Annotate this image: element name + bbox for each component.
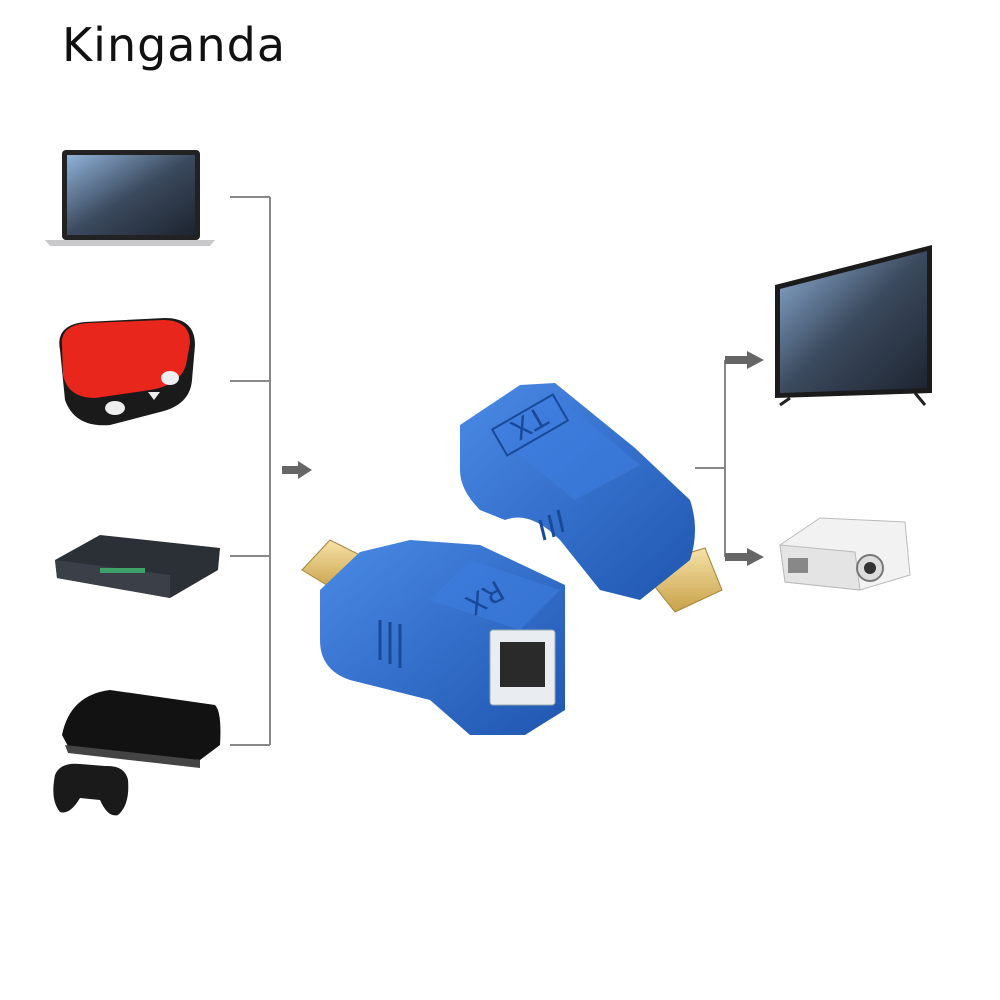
arrow-icon [282,461,312,479]
media-box-icon [59,318,196,426]
dvd-player-icon [55,535,220,598]
game-console-icon [53,690,221,816]
output-connector-lines [695,360,726,557]
laptop-icon [45,150,215,246]
receiver-adapter: RX [301,539,565,735]
source-connector-lines [230,196,271,746]
projector-icon [779,517,911,591]
transmitter-adapter: TX [460,383,723,613]
arrow-icon [725,351,764,566]
brand-logo: Kinganda [62,18,287,72]
tv-icon [775,245,932,407]
